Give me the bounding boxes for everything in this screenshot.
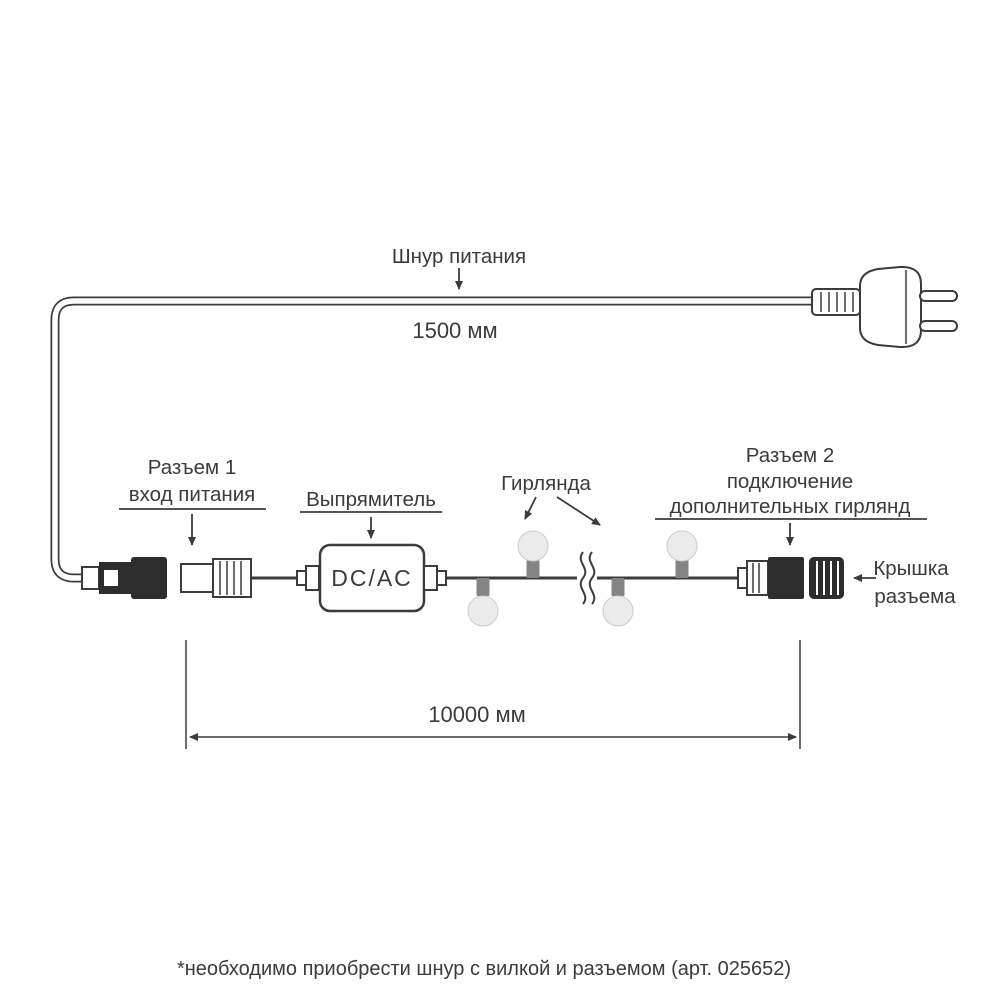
bulb-up-1 — [517, 530, 549, 578]
bulb — [666, 530, 698, 562]
plug-body — [859, 265, 922, 349]
connector2-label-line3: дополнительных гирлянд — [669, 495, 911, 518]
coupling-ring — [212, 558, 252, 598]
plug-pin-top — [919, 290, 958, 302]
plug-pin-bottom — [919, 320, 958, 332]
connector-1 — [81, 557, 167, 599]
rectifier-box-text: DC/AC — [331, 565, 413, 591]
bulb-socket — [526, 560, 540, 578]
bulb-up-2 — [666, 530, 698, 578]
connector2-label-line1: Разъем 2 — [745, 444, 835, 467]
power-cord-label: Шнур питания — [391, 245, 527, 268]
label-underlines — [119, 508, 927, 520]
garland-arrow-left — [524, 496, 537, 520]
footnote: *необходимо приобрести шнур с вилкой и р… — [176, 958, 792, 980]
connector-2 — [737, 557, 804, 599]
garland-arrow-right — [556, 496, 601, 526]
bulb-down-2 — [602, 578, 634, 627]
power-cord-length-label: 1500 мм — [412, 318, 498, 343]
cap-label-line2: разъема — [874, 585, 956, 608]
bulb — [467, 595, 499, 627]
cap-label-line1: Крышка — [873, 557, 949, 580]
bulb-socket — [476, 578, 490, 596]
bulb — [517, 530, 549, 562]
bulb-socket — [675, 560, 689, 578]
power-plug — [811, 265, 958, 349]
rectifier: DC/AC — [296, 543, 447, 613]
connector-1-inset — [104, 570, 118, 586]
connector-1-plug — [180, 558, 252, 598]
garland-label: Гирлянда — [501, 472, 591, 495]
connector-cap — [809, 557, 844, 599]
garland-dimension — [185, 640, 801, 749]
garland-length-label: 10000 мм — [428, 702, 526, 727]
connector-cap-ribs — [816, 561, 839, 595]
connector1-label-line1: Разъем 1 — [147, 456, 237, 479]
plug-strain-relief-ribs — [820, 292, 854, 312]
bulb — [602, 595, 634, 627]
connector-2-body — [768, 557, 804, 599]
rectifier-label: Выпрямитель — [306, 488, 436, 511]
bulb-socket — [611, 578, 625, 596]
connector2-label-line2: подключение — [726, 470, 854, 493]
bulb-down-1 — [467, 578, 499, 627]
connector1-label-line2: вход питания — [128, 483, 256, 506]
wire-break-symbol — [579, 551, 596, 605]
coupling-ring-ribs — [219, 561, 242, 595]
pointer-arrows — [188, 268, 876, 582]
connector-2-ribs — [752, 563, 760, 593]
power-cord-cable — [50, 296, 817, 583]
